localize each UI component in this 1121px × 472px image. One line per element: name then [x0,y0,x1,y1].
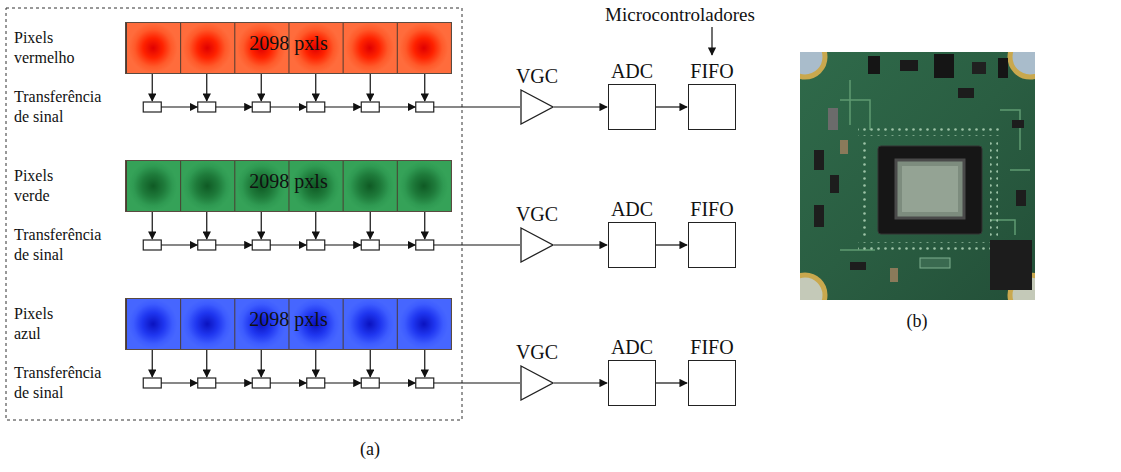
block-label: VGC [516,341,558,363]
via-row [858,242,1002,250]
pixel-row: 2098 pxls [125,22,452,74]
signal-arrow [554,382,607,383]
block-label: ADC [611,60,653,82]
signal-arrow [656,106,687,107]
amplifier-symbol [520,89,554,125]
via-row [858,128,1002,136]
chip [990,240,1032,290]
smd-part [998,58,1008,78]
panel-letter: (a) [360,438,380,460]
block-outline [688,222,736,268]
block-label: FIFO [690,336,733,358]
amplifier-triangle: VGC [516,203,558,263]
block-label: VGC [516,65,558,87]
smd-part [972,62,986,74]
pixel-row: 2098 pxls [125,298,452,350]
process-box: FIFO [688,198,736,268]
leader-arrow [711,27,712,55]
triangle-outline [521,90,553,124]
signal-transfer-chain [143,350,520,388]
block-label: FIFO [690,60,733,82]
sensor-window [896,160,964,218]
sensor-window [902,166,958,212]
triangle-outline [520,89,554,125]
block-outline [608,360,656,406]
panel-letter: (b) [907,310,928,332]
pixel-row: 2098 pxls [125,160,452,212]
signal-transfer-chain [143,212,520,250]
pixel-count: 2098 pxls [249,169,327,193]
block-outline [608,84,656,130]
row-label: Transferência de sinal [14,363,114,403]
row-label: Pixels verde [14,166,80,206]
smd-part [920,258,950,268]
process-box: ADC [608,198,656,268]
part-label: Microcontroladores [605,4,755,26]
signal-arrow [656,244,687,245]
process-box: FIFO [688,336,736,406]
process-box: FIFO [688,60,736,130]
block-outline [688,360,736,406]
block-label: ADC [611,198,653,220]
signal-arrow [656,382,687,383]
smd-part [1016,190,1026,206]
signal-arrow [554,106,607,107]
via-row [990,140,998,236]
block-label: VGC [516,203,558,225]
triangle-outline [520,365,554,401]
pcb-trace [840,80,1030,250]
smd-part [934,54,954,78]
mount-hole [1010,52,1035,77]
image-sensor [878,146,982,234]
smd-part [890,268,898,282]
sensor-boundary [6,8,462,420]
row-label: Transferência de sinal [14,87,114,127]
smd-part [900,60,918,71]
triangle-outline [521,366,553,400]
mount-hole [800,275,825,300]
amplifier-symbol [520,227,554,263]
smd-part [1012,120,1024,128]
row-label: Pixels vermelho [14,28,80,68]
process-box: ADC [608,336,656,406]
block-outline [608,222,656,268]
block-label: FIFO [690,198,733,220]
smd-part [850,262,866,270]
pixel-count: 2098 pxls [249,31,327,55]
row-label: Pixels azul [14,304,80,344]
amplifier-triangle: VGC [516,65,558,125]
smd-part [958,88,974,98]
row-label: Transferência de sinal [14,225,114,265]
smd-part [830,175,839,193]
process-box: ADC [608,60,656,130]
signal-transfer-chain [143,74,520,112]
block-outline [688,84,736,130]
triangle-outline [521,228,553,262]
amplifier-symbol [520,365,554,401]
smd-part [814,205,824,227]
via-row [862,140,870,240]
pcb-board [800,52,1035,300]
smd-part [840,140,848,154]
block-label: ADC [611,336,653,358]
smd-part [828,108,838,130]
pixel-count: 2098 pxls [249,307,327,331]
amplifier-triangle: VGC [516,341,558,401]
triangle-outline [520,227,554,263]
signal-arrow [554,244,607,245]
camera-board-photo [800,52,1035,300]
smd-part [868,56,880,74]
mount-hole [800,52,825,77]
smd-part [814,150,824,170]
